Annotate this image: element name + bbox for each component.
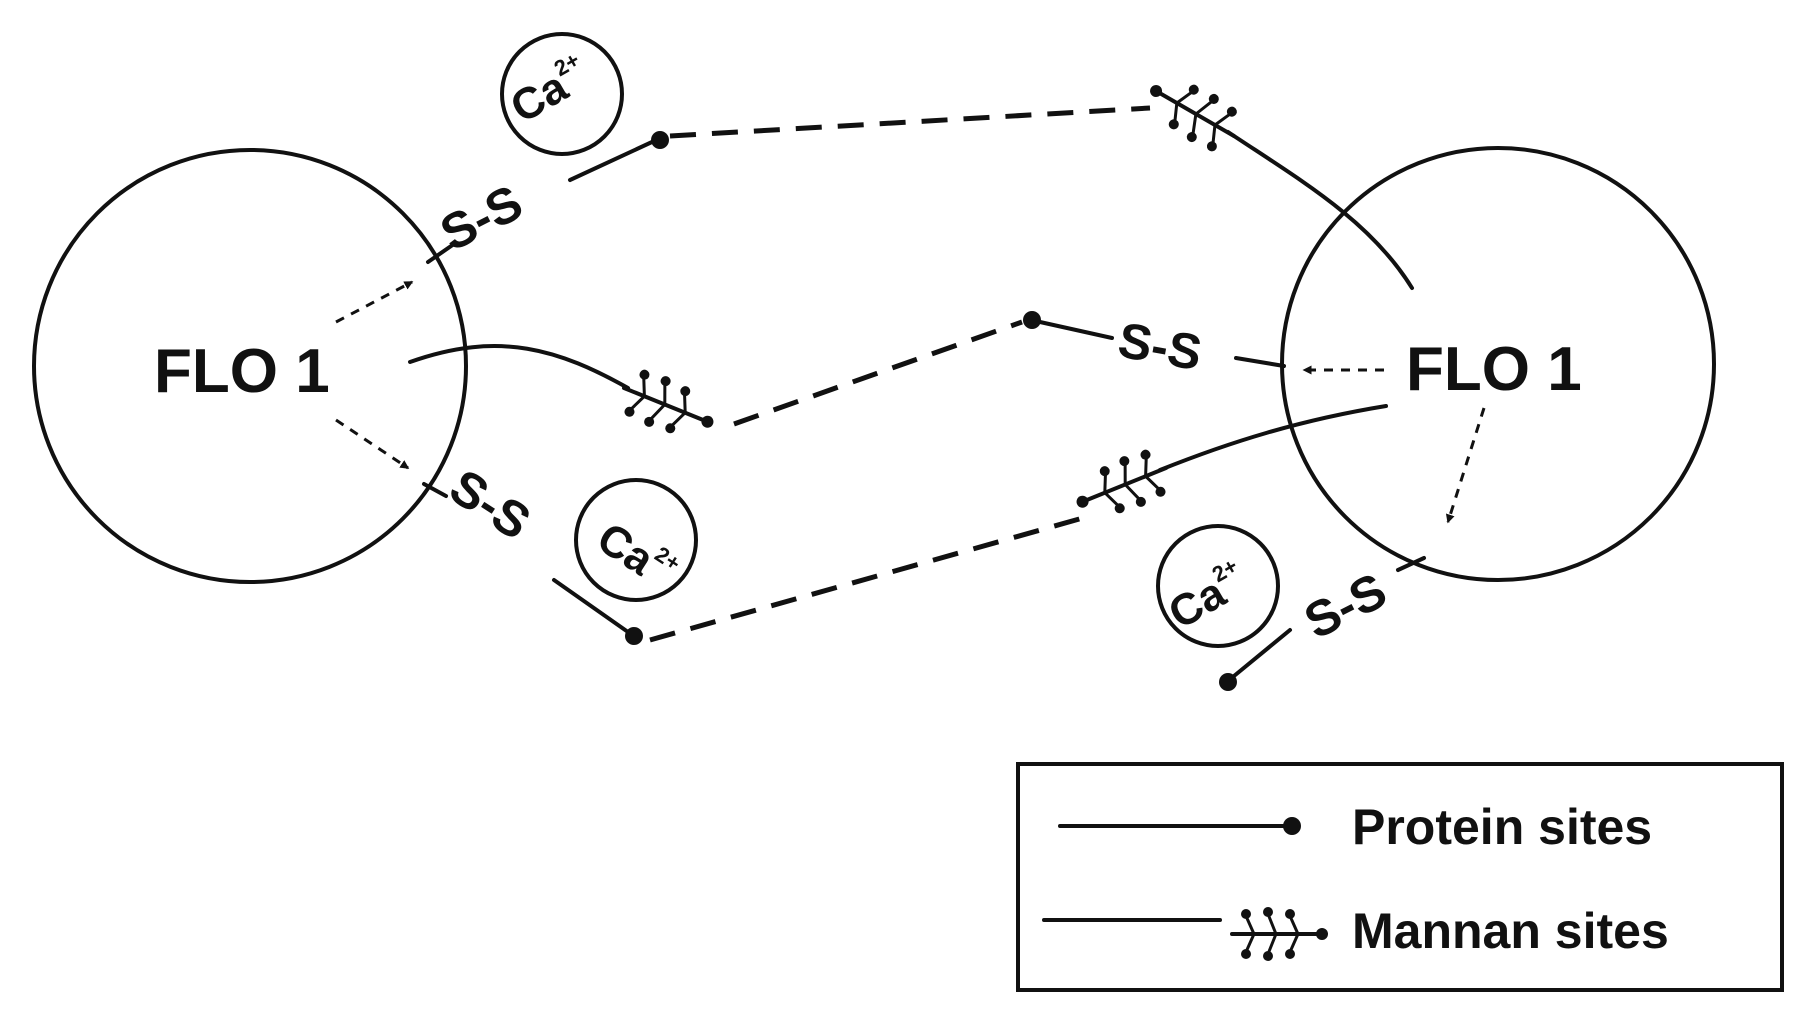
right-lower-mannan-arm: [1064, 404, 1388, 531]
arrow-icon: [1445, 407, 1486, 524]
svg-text:Ca2+: Ca2+: [501, 47, 597, 133]
legend-protein-label: Protein sites: [1352, 799, 1652, 855]
legend-mannan-label: Mannan sites: [1352, 903, 1669, 959]
left-cell-label: FLO 1: [154, 337, 330, 406]
protein-site-icon: [1219, 673, 1237, 691]
left-mannan-arm: [408, 344, 726, 451]
svg-text:Ca2+: Ca2+: [589, 511, 686, 599]
protein-site-icon: [1283, 817, 1301, 835]
mannan-site-icon: [1064, 440, 1179, 531]
protein-site-icon: [625, 627, 643, 645]
calcium-ion-right: Ca2+: [1156, 524, 1280, 648]
calcium-ion-lower-left: Ca2+: [574, 478, 698, 602]
right-cell-label: FLO 1: [1406, 335, 1582, 404]
binding-link-bottom: [649, 513, 1091, 643]
disulfide-bond-label: S-S: [1114, 312, 1206, 382]
left-cell-circle: [32, 148, 468, 584]
legend-box: [1016, 762, 1784, 992]
arrow-icon: [335, 418, 410, 470]
arrow-icon: [335, 280, 414, 324]
mannan-site-icon: [1135, 62, 1250, 162]
binding-link-top: [669, 105, 1151, 139]
left-upper-protein-arm: S-S Ca2+: [335, 32, 669, 324]
protein-site-icon: [1023, 311, 1041, 329]
legend: Protein sites Mannan sites: [1016, 762, 1784, 992]
mannan-site-icon: [611, 360, 726, 451]
disulfide-bond-label: S-S: [1296, 562, 1396, 650]
calcium-ion-upper-left: Ca2+: [500, 32, 624, 156]
binding-link-middle: [733, 319, 1023, 427]
right-upper-mannan-arm: [1135, 62, 1414, 290]
right-middle-protein-arm: S-S: [1023, 311, 1384, 381]
disulfide-bond-label: S-S: [440, 458, 540, 550]
protein-site-icon: [651, 131, 669, 149]
